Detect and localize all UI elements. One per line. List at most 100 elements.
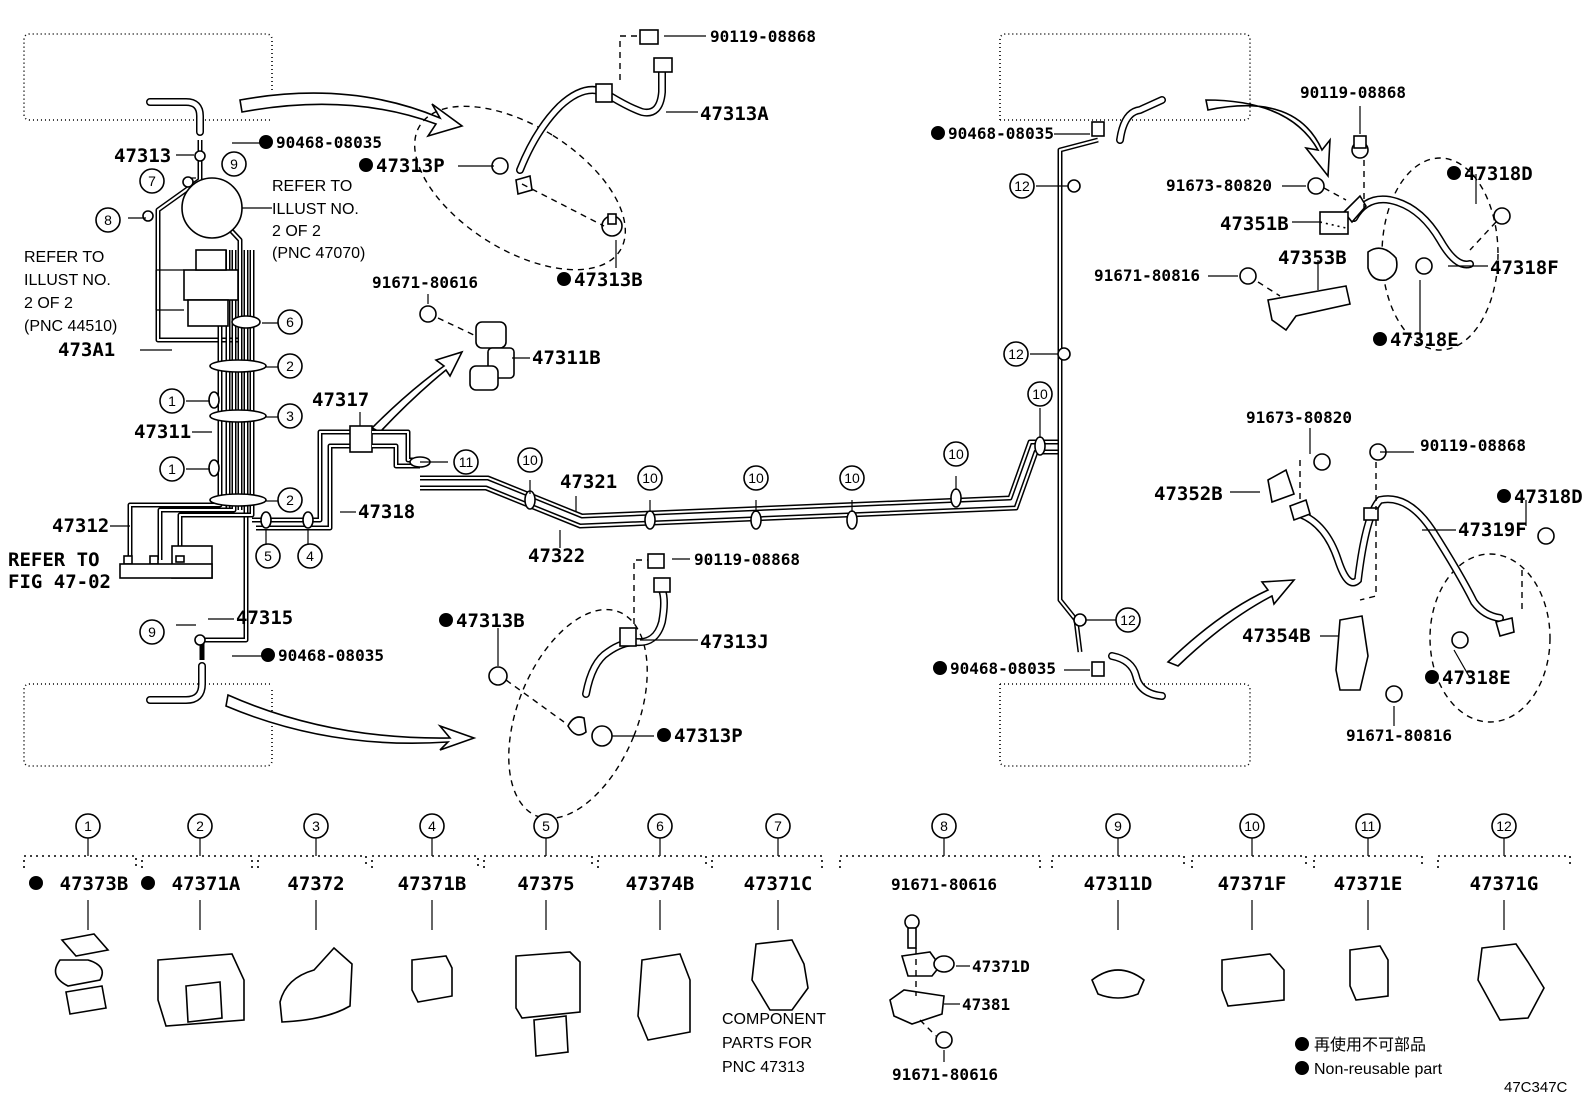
label-47313J: 47313J: [700, 631, 769, 653]
nonreusable-mark: [1295, 1061, 1309, 1075]
svg-text:PNC 47313: PNC 47313: [722, 1059, 805, 1076]
callout-number: 1: [168, 393, 176, 409]
label-91671-80816-a: 91671-80816: [1094, 266, 1200, 285]
callout-number: 11: [459, 454, 474, 470]
clip-illustration: [515, 951, 581, 1057]
callout-number: 2: [286, 492, 294, 508]
legend-number: 7: [774, 818, 782, 834]
nonreusable-mark: [1497, 489, 1511, 503]
refer-to-fig-47-02: REFER TO FIG 47-02: [8, 549, 111, 593]
legend-number: 3: [312, 818, 320, 834]
nonreusable-mark: [259, 135, 273, 149]
label-47318E-b: 47318E: [1442, 667, 1511, 689]
callout-7: 7: [139, 168, 165, 194]
callout-3: 3: [277, 403, 303, 429]
label-90468-08035-d: 90468-08035: [950, 659, 1056, 678]
label-47318E-a: 47318E: [1390, 329, 1459, 351]
nonreusable-mark: [1373, 332, 1387, 346]
clip-illustration: [54, 933, 110, 1015]
callout-number: 12: [1014, 178, 1030, 194]
svg-text:ILLUST NO.: ILLUST NO.: [272, 201, 359, 218]
svg-text:(PNC 47070): (PNC 47070): [272, 245, 365, 262]
callout-9: 9: [221, 151, 247, 177]
label-47311B: 47311B: [532, 347, 601, 369]
legend-number: 4: [428, 818, 436, 834]
clip-illustration: [279, 946, 353, 1023]
rear-hose-bottom-detail: [1267, 443, 1555, 723]
label-47311: 47311: [134, 421, 191, 443]
label-90119-08868-b: 90119-08868: [694, 550, 800, 569]
leader-lines: [110, 35, 1527, 737]
wheel-area-boxes: [23, 33, 1251, 767]
label-90468-08035-b: 90468-08035: [278, 646, 384, 665]
callout-12: 12: [1009, 173, 1035, 199]
main-rear-lines: [409, 96, 1166, 700]
label-47317: 47317: [312, 389, 369, 411]
legend-number: 12: [1496, 818, 1512, 834]
legend-item-6: 6 47374B: [597, 813, 707, 1041]
callout-number: 12: [1120, 612, 1136, 628]
legend-number: 6: [656, 818, 664, 834]
label-47313P-a: 47313P: [376, 155, 445, 177]
callout-4: 4: [297, 543, 323, 569]
callout-1: 1: [159, 388, 185, 414]
svg-text:2 OF 2: 2 OF 2: [24, 295, 73, 312]
legend-part-number: 47373B: [60, 873, 129, 895]
callout-5: 5: [255, 543, 281, 569]
svg-text:REFER TO: REFER TO: [272, 178, 352, 195]
nonreusable-mark: [1425, 670, 1439, 684]
nonreusable-mark: [931, 126, 945, 140]
callout-number: 3: [286, 408, 294, 424]
label-90468-08035-a: 90468-08035: [276, 133, 382, 152]
clip-illustration: [411, 955, 453, 1003]
svg-text:REFER TO: REFER TO: [8, 549, 100, 571]
label-47322: 47322: [528, 545, 585, 567]
part-labels: 90119-08868 47313A 47313P 47313B 90468-0…: [8, 27, 1583, 747]
nonreusable-mark: [261, 648, 275, 662]
legend-part-number: 47374B: [626, 873, 695, 895]
label-90468-08035-c: 90468-08035: [948, 124, 1054, 143]
label-47318D-b: 47318D: [1514, 486, 1583, 508]
legend-item-4: 4 47371B: [371, 813, 479, 1003]
label-47319F: 47319F: [1458, 519, 1527, 541]
callout-9: 9: [139, 619, 165, 645]
callout-number: 1: [168, 461, 176, 477]
svg-text:REFER TO: REFER TO: [24, 249, 104, 266]
label-47318F: 47318F: [1490, 257, 1559, 279]
legend-part-number: 47371B: [398, 873, 467, 895]
rear-hose-top-detail: [1239, 135, 1511, 351]
label-91673-80820-b: 91673-80820: [1246, 408, 1352, 427]
callout-2: 2: [277, 353, 303, 379]
clip-illustration: [637, 953, 691, 1041]
callout-11: 11: [453, 449, 479, 475]
svg-text:(PNC 44510): (PNC 44510): [24, 318, 117, 335]
key-japanese: 再使用不可部品: [1314, 1036, 1426, 1054]
callout-12: 12: [1003, 341, 1029, 367]
callout-number: 2: [286, 358, 294, 374]
clip-illustration: [1091, 969, 1145, 999]
legend-item-7: 7 47371C: [711, 813, 823, 1011]
callout-number: 10: [948, 446, 964, 462]
label-47313B-b: 47313B: [456, 610, 525, 632]
label-90119-08868-c: 90119-08868: [1300, 83, 1406, 102]
refer-to-illust-pnc47070: REFER TO ILLUST NO. 2 OF 2 (PNC 47070): [272, 178, 365, 262]
legend-number: 5: [542, 818, 550, 834]
legend-part-number: 47371C: [744, 873, 813, 895]
label-473A1: 473A1: [58, 339, 115, 361]
non-reusable-key: 再使用不可部品 Non-reusable part: [1295, 1036, 1443, 1078]
nonreusable-mark: [933, 661, 947, 675]
svg-text:COMPONENT: COMPONENT: [722, 1011, 826, 1028]
legend-number: 10: [1244, 818, 1260, 834]
callout-12: 12: [1115, 607, 1141, 633]
callout-8: 8: [95, 207, 121, 233]
callout-number: 8: [104, 212, 112, 228]
callout-number: 10: [522, 452, 538, 468]
label-91671-80816-b: 91671-80816: [1346, 726, 1452, 745]
label-47321: 47321: [560, 471, 617, 493]
